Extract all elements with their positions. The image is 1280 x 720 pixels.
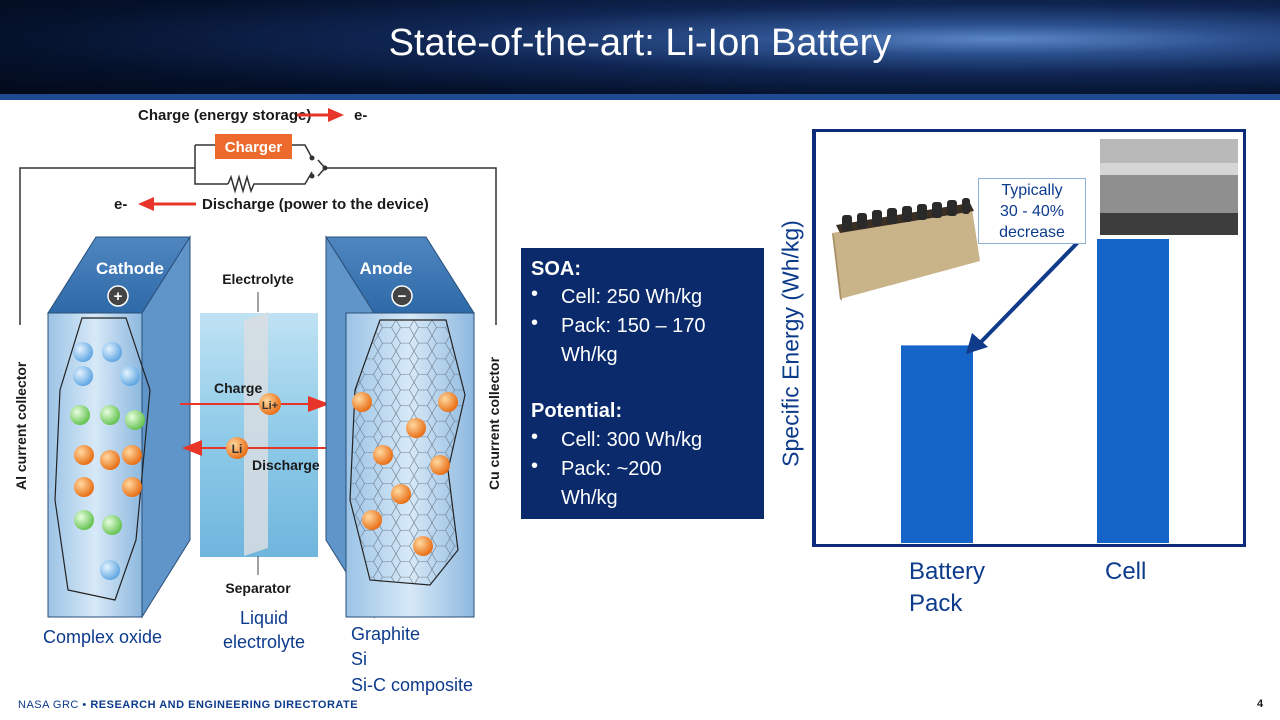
anode-caption-1: Graphite — [351, 624, 421, 644]
ion-charge-label: Charge — [214, 380, 262, 396]
cathode-label: Cathode — [96, 259, 164, 278]
ion-charge-arrow-icon — [308, 396, 330, 412]
charge-electron-label: e- — [354, 107, 367, 124]
page-number: 4 — [1257, 698, 1264, 710]
ion-discharge-label: Discharge — [252, 457, 320, 473]
cathode-block — [47, 235, 191, 619]
cathode-sign: + — [114, 288, 123, 305]
chart-y-axis-label: Specific Energy (Wh/kg) — [777, 220, 804, 467]
discharge-label: Discharge (power to the device) — [202, 196, 429, 213]
charger-box — [215, 134, 292, 159]
cathode-caption: Complex oxide — [43, 627, 163, 647]
charge-arrow-icon — [328, 108, 344, 122]
x-tick-label-cell: Cell — [1105, 558, 1147, 585]
potential-heading: Potential: — [531, 400, 623, 422]
anode-sign: − — [398, 288, 407, 305]
separator-membrane — [244, 312, 268, 556]
footer: NASA GRC • RESEARCH AND ENGINEERING DIRE… — [18, 699, 358, 711]
anode-caption-3: Si-C composite — [351, 675, 474, 695]
electrolyte-caption-1: Liquid — [239, 608, 289, 628]
discharge-electron-label: e- — [114, 196, 127, 213]
slide-title: State-of-the-art: Li-Ion Battery — [388, 22, 892, 64]
soa-box: SOA: •Cell: 250 Wh/kg •Pack: 150 – 170 W… — [521, 248, 764, 519]
callout-line-3: decrease — [999, 224, 1065, 241]
separator-label: Separator — [225, 580, 291, 596]
soa-heading: SOA: — [531, 258, 581, 280]
charger-label: Charger — [225, 139, 283, 156]
anode-label: Anode — [360, 259, 413, 278]
bar-cell — [1097, 239, 1169, 543]
battery-pack-image — [832, 198, 980, 301]
callout-line-1: Typically — [1001, 182, 1063, 199]
li-ion-battery-diagram: Charger Charge (energy storage) e- e- Di… — [13, 107, 502, 619]
cell-micrograph-image — [1100, 139, 1238, 235]
chart-frame — [812, 129, 1246, 547]
callout-line-2: 30 - 40% — [999, 203, 1065, 220]
plus-icon — [107, 285, 129, 307]
minus-icon — [391, 285, 413, 307]
ion-discharge-arrow-icon — [182, 440, 202, 456]
decrease-callout: Typically 30 - 40% decrease — [978, 178, 1086, 244]
decrease-arrow-icon — [966, 333, 988, 354]
anode-caption-2: Si — [351, 649, 368, 669]
al-collector-label: Al current collector — [13, 361, 29, 490]
ion-discharge-li: Li — [232, 442, 243, 456]
charge-label: Charge (energy storage) — [138, 107, 311, 124]
cu-collector-label: Cu current collector — [486, 356, 502, 490]
footer-directorate: RESEARCH AND ENGINEERING DIRECTORATE — [90, 699, 359, 711]
title-underline — [0, 94, 1280, 100]
title-banner — [0, 0, 1280, 98]
footer-bullet: • — [82, 699, 87, 711]
footer-org: NASA GRC — [18, 699, 79, 711]
bar-battery-pack — [901, 345, 973, 543]
bar-chart — [832, 139, 1238, 543]
electrolyte-label: Electrolyte — [222, 271, 294, 287]
external-circuit — [19, 144, 497, 325]
ion-charge-li: Li+ — [262, 400, 278, 412]
anode-block — [325, 235, 475, 619]
discharge-arrow-icon — [138, 197, 154, 211]
electrolyte-caption-2: electrolyte — [222, 632, 306, 652]
